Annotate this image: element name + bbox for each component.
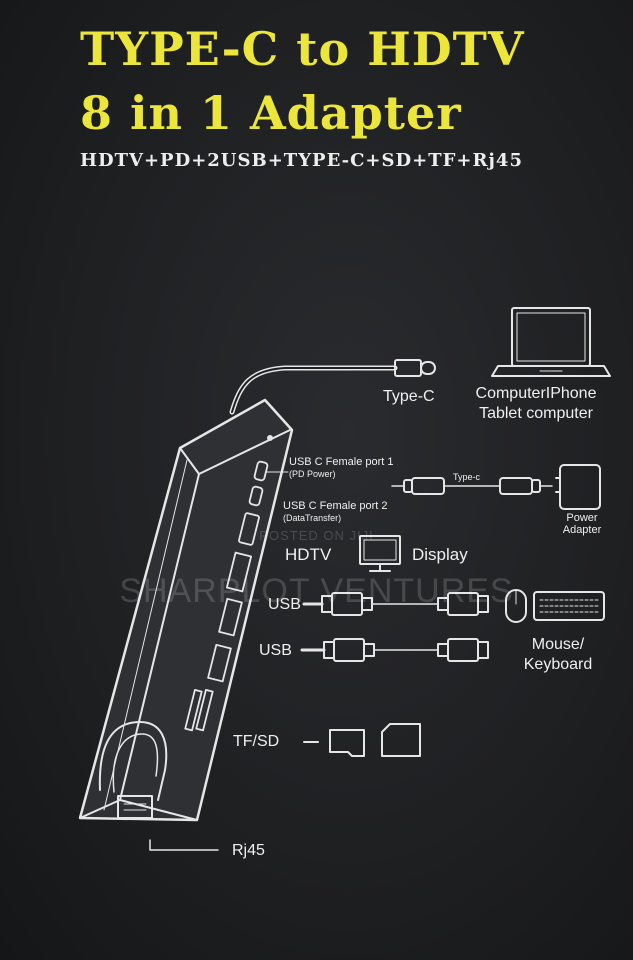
- typec-label: Type-C: [383, 388, 435, 405]
- power-adapter-label-2: Adapter: [562, 524, 602, 536]
- sd-card-icon: [381, 723, 421, 757]
- hub-ports: [184, 460, 269, 732]
- rj45-port-icon: [98, 721, 168, 819]
- usbc-port1-label: USB C Female port 1: [289, 456, 394, 468]
- usbc-port1-note: (PD Power): [289, 469, 336, 479]
- display-label: Display: [412, 545, 468, 564]
- mouse-keyboard-label-2: Keyboard: [523, 656, 593, 673]
- watermark-posted: POSTED ON JIJI: [259, 528, 374, 543]
- usb2-label: USB: [259, 642, 292, 659]
- display-monitor-icon: [359, 535, 401, 572]
- tfsd-label: TF/SD: [233, 733, 280, 750]
- tf-card-icon: [329, 729, 365, 757]
- typec-plug-icon: [394, 359, 436, 377]
- mouse-keyboard-label: Mouse/: [531, 636, 585, 653]
- typec-cable-icon: [403, 477, 553, 495]
- rj45-label: Rj45: [232, 842, 265, 859]
- port-list-subtitle: HDTV+PD+2USB+TYPE-C+SD+TF+Rj45: [80, 150, 523, 171]
- tablet-label: Tablet computer: [479, 405, 593, 422]
- typec-cable-label: Type-c: [453, 472, 481, 482]
- computer-label: ComputerIPhone: [475, 385, 597, 402]
- usb-cable-1-icon: [302, 592, 489, 616]
- title-line-1: TYPE-C to HDTV: [80, 22, 525, 76]
- usb-cable-2-icon: [300, 638, 489, 662]
- power-adapter-icon: [555, 464, 601, 510]
- usbc-port2-note: (DataTransfer): [283, 513, 342, 523]
- usb1-label: USB: [268, 596, 301, 613]
- mouse-icon: [505, 589, 527, 623]
- watermark-seller: SHARPLOT VENTURES: [119, 572, 514, 610]
- hdtv-label: HDTV: [285, 545, 332, 564]
- keyboard-icon: [533, 591, 605, 621]
- power-adapter-label: Power: [566, 512, 598, 524]
- usbc-port2-label: USB C Female port 2: [283, 500, 388, 512]
- laptop-icon: [491, 307, 611, 377]
- title-line-2: 8 in 1 Adapter: [80, 86, 462, 140]
